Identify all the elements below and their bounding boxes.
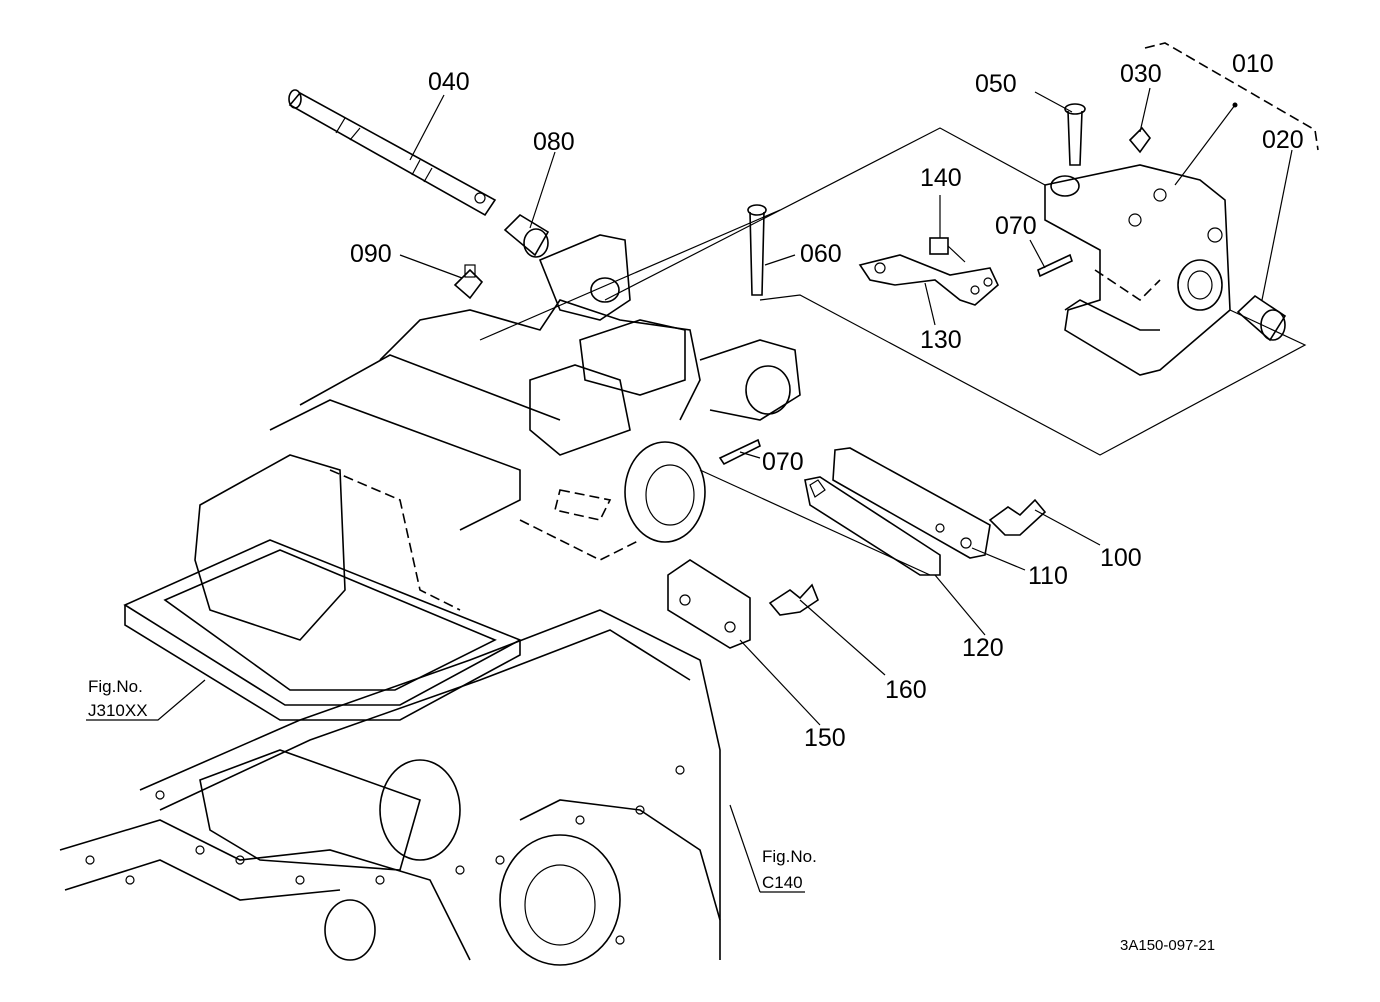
drawing-code: 3A150-097-21 bbox=[1120, 937, 1215, 954]
leader-lines bbox=[86, 42, 1319, 893]
callout-070-lower: 070 bbox=[762, 448, 804, 476]
callout-130: 130 bbox=[920, 326, 962, 354]
grease-nipple-140 bbox=[929, 237, 966, 263]
pin-050 bbox=[1064, 103, 1086, 166]
pin-060 bbox=[747, 204, 767, 296]
callout-020: 020 bbox=[1262, 126, 1304, 154]
fig-ref-label: Fig.No. bbox=[88, 677, 143, 696]
cotter-pin-070-lower bbox=[718, 438, 761, 466]
block-150 bbox=[667, 559, 751, 649]
callout-040: 040 bbox=[428, 68, 470, 96]
callout-110: 110 bbox=[1028, 562, 1068, 590]
callout-060: 060 bbox=[800, 240, 842, 268]
callout-090: 090 bbox=[350, 240, 392, 268]
fig-ref-label: Fig.No. bbox=[762, 847, 817, 866]
lift-shaft-040 bbox=[288, 89, 497, 217]
link-arm-130 bbox=[858, 254, 999, 306]
transmission-housing bbox=[59, 234, 801, 966]
callout-080: 080 bbox=[533, 128, 575, 156]
plate-120 bbox=[804, 476, 941, 576]
callout-050: 050 bbox=[975, 70, 1017, 98]
callout-010: 010 bbox=[1232, 50, 1274, 78]
callout-070-upper: 070 bbox=[995, 212, 1037, 240]
grease-nipple-090 bbox=[453, 264, 484, 300]
figure-reference-j310xx: Fig.No. J310XX bbox=[88, 677, 148, 720]
plate-110 bbox=[832, 447, 991, 559]
fig-ref-code: C140 bbox=[762, 873, 803, 892]
grease-nipple-030 bbox=[1128, 126, 1152, 154]
cotter-pin-070-upper bbox=[1037, 253, 1073, 278]
grease-nipple-100 bbox=[988, 498, 1047, 536]
callout-140: 140 bbox=[920, 164, 962, 192]
part-callouts: 040 080 090 060 050 030 010 020 140 070 … bbox=[350, 50, 1304, 752]
bushing-020 bbox=[1236, 294, 1287, 342]
bushing-080 bbox=[503, 213, 550, 258]
callout-100: 100 bbox=[1100, 544, 1142, 572]
hitch-bracket-010 bbox=[1044, 164, 1231, 376]
callout-030: 030 bbox=[1120, 60, 1162, 88]
callout-160: 160 bbox=[885, 676, 927, 704]
callout-150: 150 bbox=[804, 724, 846, 752]
bolt-160 bbox=[768, 583, 819, 616]
callout-120: 120 bbox=[962, 634, 1004, 662]
figure-reference-c140: Fig.No. C140 bbox=[762, 847, 817, 892]
fig-ref-code: J310XX bbox=[88, 701, 148, 720]
